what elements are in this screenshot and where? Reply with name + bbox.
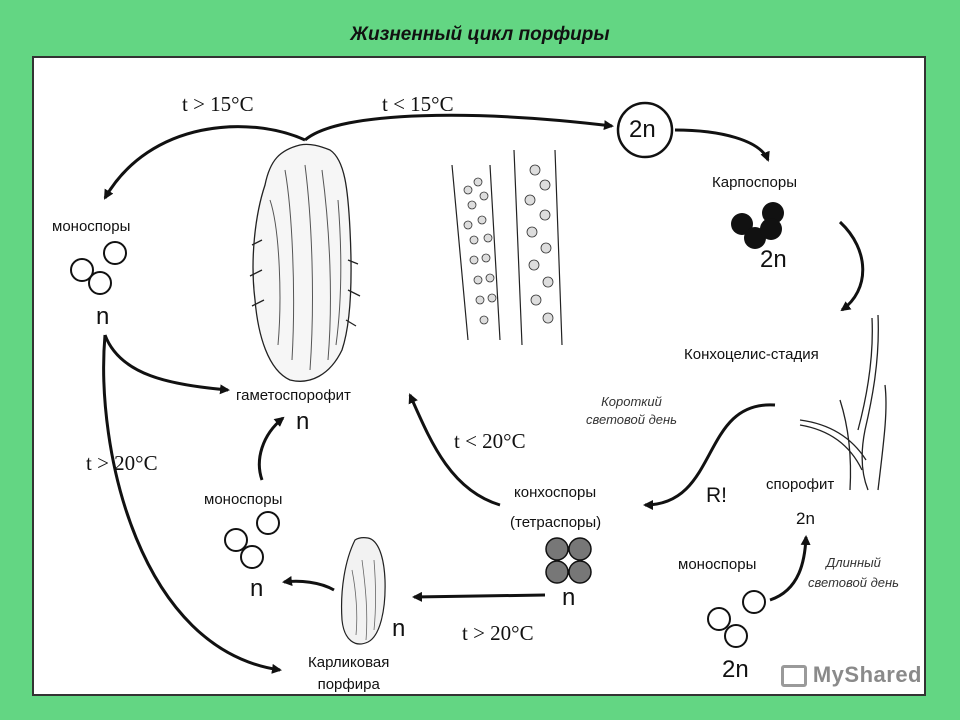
label-conchospores: конхоспоры (514, 484, 597, 501)
arrow-mid-monospores-up (257, 416, 285, 481)
label-carpospores: Карпоспоры (712, 174, 797, 191)
arrow-dwarf-to-monospores (282, 576, 335, 592)
label-t-gt-20-left: t > 20°C (86, 451, 158, 475)
arrow-right-monospores-to-sporophyte (769, 535, 811, 602)
label-dwarf-ploidy: n (392, 615, 406, 642)
label-monospores-left: моноспоры (52, 218, 131, 235)
label-carpospores-ploidy: 2n (760, 246, 787, 273)
label-t-lt-15: t < 15°C (382, 92, 454, 116)
label-monospores-right: моноспоры (678, 556, 757, 573)
label-monospores-mid: моноспоры (204, 491, 283, 508)
label-t-gt-20-bottom: t > 20°C (462, 621, 534, 645)
arrow-conchospores-to-gametosporophyte (408, 393, 501, 507)
zygote-2n-circle (616, 101, 674, 159)
label-conchospores-ploidy: n (562, 584, 576, 611)
label-short-day: Короткий световой день (586, 394, 677, 427)
dwarf-porphyra-thallus (341, 537, 386, 645)
label-gametosporophyte-ploidy: n (296, 408, 310, 435)
gametosporophyte-thallus (249, 143, 361, 382)
label-t-lt-20: t < 20°C (454, 429, 526, 453)
arrow-to-carpospores (674, 128, 770, 162)
tetraspores-cells (545, 537, 592, 584)
label-conchocelis-stage: Конхоцелис-стадия (684, 346, 819, 363)
watermark: MyShared (780, 662, 922, 688)
cell-filaments-drawing (451, 149, 563, 346)
arrow-to-conchocelis (838, 220, 865, 312)
label-2n-circle: 2n (629, 116, 656, 143)
diagram-title: Жизненный цикл порфиры (350, 24, 610, 45)
arrow-monospores-to-gametosporophyte (103, 334, 230, 395)
watermark-text: MyShared (812, 662, 922, 687)
arrow-conchocelis-to-conchospores (643, 403, 776, 510)
arrow-to-dwarf-porphyra (102, 334, 282, 674)
monospores-mid-cells (224, 511, 280, 569)
label-gametosporophyte: гаметоспорофит (236, 387, 351, 404)
monospores-left-cells (70, 241, 127, 295)
label-monospores-right-ploidy: 2n (722, 656, 749, 683)
label-sporophyte-ploidy: 2n (796, 509, 815, 528)
diagram-panel (32, 56, 926, 696)
arrow-to-monospores-left (103, 125, 306, 200)
monospores-right-cells (707, 590, 766, 648)
arrow-conchospores-to-dwarf (412, 591, 546, 602)
arrow-to-2n (304, 113, 614, 142)
label-monospores-mid-ploidy: n (250, 575, 264, 602)
conchocelis-filaments-drawing (799, 314, 887, 491)
label-sporophyte: спорофит (766, 476, 835, 493)
label-t-gt-15: t > 15°C (182, 92, 254, 116)
presentation-icon (780, 665, 807, 688)
label-monospores-left-ploidy: n (96, 303, 110, 330)
label-dwarf-porphyra: Карликовая порфира (308, 654, 390, 693)
carpospores-cells (731, 202, 784, 249)
label-tetraspores: (тетраспоры) (510, 514, 602, 531)
label-r-mark: R! (706, 484, 727, 507)
label-long-day: Длинный световой день (808, 555, 899, 590)
